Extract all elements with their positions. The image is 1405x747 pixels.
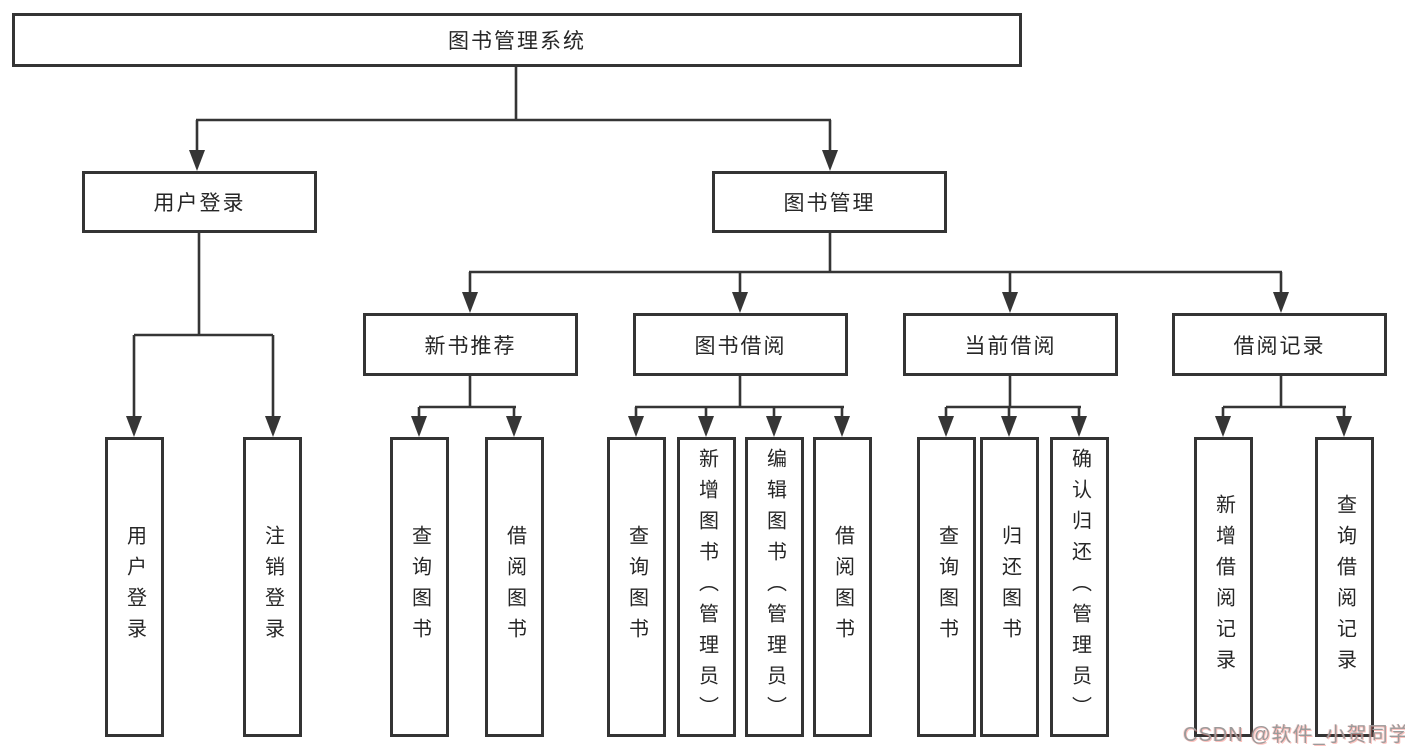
leaf-recommend-borrow-books: 借阅图书: [485, 437, 544, 737]
csdn-watermark: CSDN @软件_小贺同学: [1183, 724, 1405, 746]
node-book-borrowing: 图书借阅: [633, 313, 848, 376]
leaf-records-add-record: 新增借阅记录: [1194, 437, 1253, 737]
leaf-borrowing-edit-books-admin: 编辑图书（管理员）: [745, 437, 804, 737]
leaf-user-login: 用户登录: [105, 437, 164, 737]
node-new-book-recommendation: 新书推荐: [363, 313, 578, 376]
node-library-system: 图书管理系统: [12, 13, 1022, 67]
node-current-borrowing: 当前借阅: [903, 313, 1118, 376]
leaf-borrowing-borrow-books: 借阅图书: [813, 437, 872, 737]
node-user-login: 用户登录: [82, 171, 317, 233]
leaf-borrowing-add-books-admin: 新增图书（管理员）: [677, 437, 736, 737]
leaf-current-return-books: 归还图书: [980, 437, 1039, 737]
node-book-management: 图书管理: [712, 171, 947, 233]
node-borrowing-records: 借阅记录: [1172, 313, 1387, 376]
leaf-records-query-record: 查询借阅记录: [1315, 437, 1374, 737]
leaf-current-query-books: 查询图书: [917, 437, 976, 737]
leaf-logout-login: 注销登录: [243, 437, 302, 737]
leaf-recommend-query-books: 查询图书: [390, 437, 449, 737]
leaf-borrowing-query-books: 查询图书: [607, 437, 666, 737]
leaf-current-confirm-return-admin: 确认归还（管理员）: [1050, 437, 1109, 737]
